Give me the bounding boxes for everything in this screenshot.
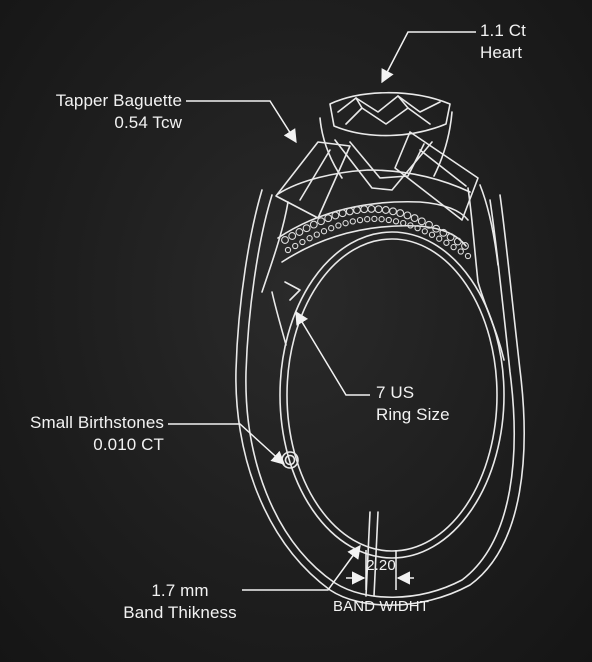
pave-dot [281, 236, 289, 244]
pave-dot [439, 228, 448, 237]
band-thickness-leader [242, 544, 361, 591]
pave-dot [295, 228, 304, 236]
ring-size-leader [295, 310, 370, 396]
pave-dot [421, 228, 428, 235]
pave-dot [306, 235, 313, 242]
pave-dot [320, 228, 328, 235]
pave-dot [302, 224, 311, 233]
ring-size-caption: Ring Size [376, 405, 450, 424]
pave-dot [349, 218, 356, 225]
pave-dot [400, 219, 407, 227]
ring-outline [235, 91, 525, 606]
pave-dot [464, 252, 472, 260]
baguette-label: Tapper Baguette 0.54 Tcw [20, 90, 182, 134]
pave-dot [425, 220, 433, 229]
pave-dot [292, 242, 299, 250]
pave-dot [356, 216, 364, 224]
pave-dot [392, 218, 400, 225]
pave-dot [457, 248, 464, 255]
pave-dot [432, 224, 441, 233]
pave-dots [281, 204, 472, 260]
pave-dot [378, 216, 385, 223]
pave-dot [414, 224, 421, 232]
pave-dot [374, 205, 383, 214]
pave-dot [360, 205, 369, 214]
pave-dot [403, 211, 412, 220]
pave-dot [446, 233, 455, 242]
band-thickness-label: 1.7 mm Band Thikness [110, 580, 250, 624]
pave-dot [364, 216, 371, 223]
pave-dot [450, 243, 457, 251]
pave-dot [443, 239, 450, 246]
baguette-leader [186, 100, 297, 144]
pave-dot [342, 220, 349, 227]
baguette-name: Tapper Baguette [55, 91, 182, 110]
ring-size-value: 7 US [376, 383, 415, 402]
pave-dot [309, 220, 318, 229]
pave-dot [396, 209, 405, 218]
band-width-value: 2.20 [366, 557, 396, 574]
pave-dot [317, 217, 325, 226]
heart-shape: Heart [480, 43, 523, 62]
pave-dot [324, 214, 333, 223]
pave-dot [353, 206, 361, 215]
heart-leader [381, 31, 476, 84]
pave-dot [335, 222, 342, 229]
ring-size-label: 7 US Ring Size [376, 382, 450, 426]
band-thickness-caption: Band Thikness [123, 603, 237, 622]
birthstones-name: Small Birthstones [30, 413, 164, 432]
birthstones-weight: 0.010 CT [93, 435, 164, 454]
pave-dot [313, 231, 320, 238]
pave-dot [371, 215, 378, 223]
band-width-caption: BAND WIDHT [333, 598, 429, 615]
pave-dot [410, 214, 419, 223]
pave-dot [331, 211, 340, 220]
callout-lines [168, 31, 476, 591]
pave-dot [461, 242, 469, 250]
birthstones-leader [168, 423, 285, 465]
pave-dot [328, 225, 335, 232]
pave-dot [407, 222, 414, 229]
birthstones-label: Small Birthstones 0.010 CT [10, 412, 164, 456]
pave-dot [436, 235, 443, 242]
pave-dot [299, 238, 306, 246]
pave-dot [345, 207, 354, 216]
pave-dot [428, 231, 436, 238]
pave-dot [417, 217, 426, 226]
pave-dot [338, 209, 347, 218]
pave-dot [284, 246, 292, 254]
pave-dot [367, 204, 376, 213]
pave-dot [381, 206, 390, 214]
pave-dot [385, 216, 392, 224]
pave-dot [453, 237, 462, 246]
pave-dot [389, 207, 397, 216]
heart-label: 1.1 Ct Heart [480, 20, 526, 64]
pave-dot [288, 232, 297, 240]
heart-carat: 1.1 Ct [480, 21, 526, 40]
band-thickness-value: 1.7 mm [151, 581, 209, 600]
baguette-weight: 0.54 Tcw [114, 113, 182, 132]
